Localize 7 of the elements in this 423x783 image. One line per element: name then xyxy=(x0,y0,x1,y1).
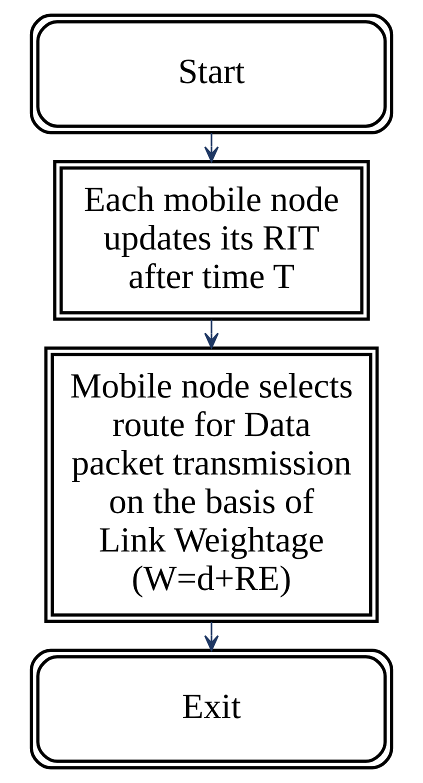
node-box: Exit xyxy=(30,648,394,770)
node-box: Mobile node selects route for Data packet transmission on the basis of Link Weightage (W=d+RE) xyxy=(44,346,379,624)
arrow xyxy=(204,622,219,652)
arrow xyxy=(204,133,219,162)
node-box: Each mobile node updates its RIT after time T xyxy=(53,160,370,321)
node-box: Start xyxy=(30,14,394,134)
arrow xyxy=(204,320,219,349)
